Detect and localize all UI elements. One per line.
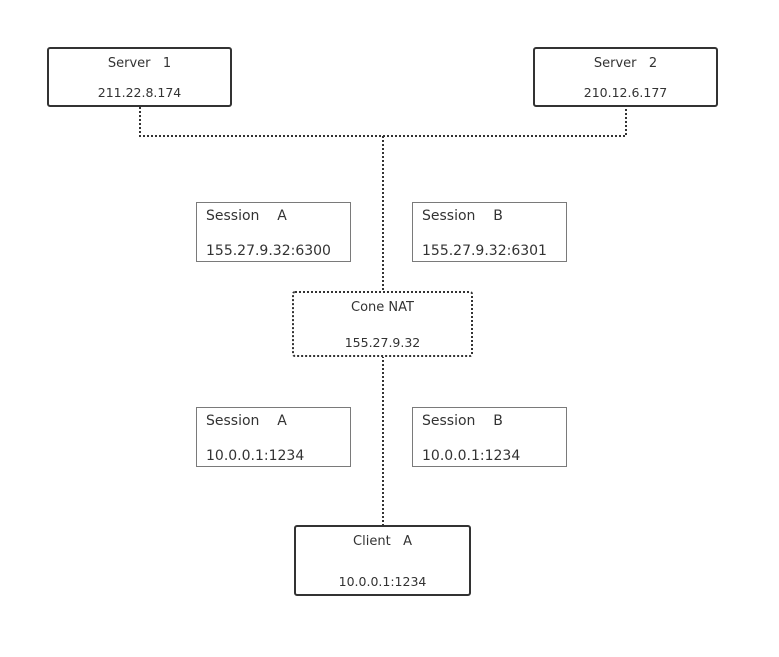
public-session-b-box: Session B 155.27.9.32:6301 xyxy=(412,202,567,262)
server-2-title: Server 2 xyxy=(593,56,658,71)
server-bus-connector xyxy=(139,107,627,137)
private-session-a-box: Session A 10.0.0.1:1234 xyxy=(196,407,351,467)
server-1-box: Server 1 211.22.8.174 xyxy=(47,47,232,107)
public-session-a-address: 155.27.9.32:6300 xyxy=(206,243,331,259)
server-1-title: Server 1 xyxy=(107,56,172,71)
private-session-a-address: 10.0.0.1:1234 xyxy=(206,448,305,464)
cone-nat-box: Cone NAT 155.27.9.32 xyxy=(292,291,473,357)
public-session-b-label: Session B xyxy=(422,208,503,224)
client-a-ip: 10.0.0.1:1234 xyxy=(338,574,427,589)
public-session-b-address: 155.27.9.32:6301 xyxy=(422,243,547,259)
public-session-a-label: Session A xyxy=(206,208,287,224)
client-a-box: Client A 10.0.0.1:1234 xyxy=(294,525,471,596)
private-session-b-address: 10.0.0.1:1234 xyxy=(422,448,521,464)
private-session-b-label: Session B xyxy=(422,413,503,429)
cone-nat-ip: 155.27.9.32 xyxy=(344,335,421,350)
private-session-a-label: Session A xyxy=(206,413,287,429)
public-session-a-box: Session A 155.27.9.32:6300 xyxy=(196,202,351,262)
server-2-ip: 210.12.6.177 xyxy=(583,85,668,100)
private-session-b-box: Session B 10.0.0.1:1234 xyxy=(412,407,567,467)
server-2-box: Server 2 210.12.6.177 xyxy=(533,47,718,107)
server-1-ip: 211.22.8.174 xyxy=(97,85,182,100)
client-a-title: Client A xyxy=(353,534,412,549)
cone-nat-title: Cone NAT xyxy=(351,300,414,315)
